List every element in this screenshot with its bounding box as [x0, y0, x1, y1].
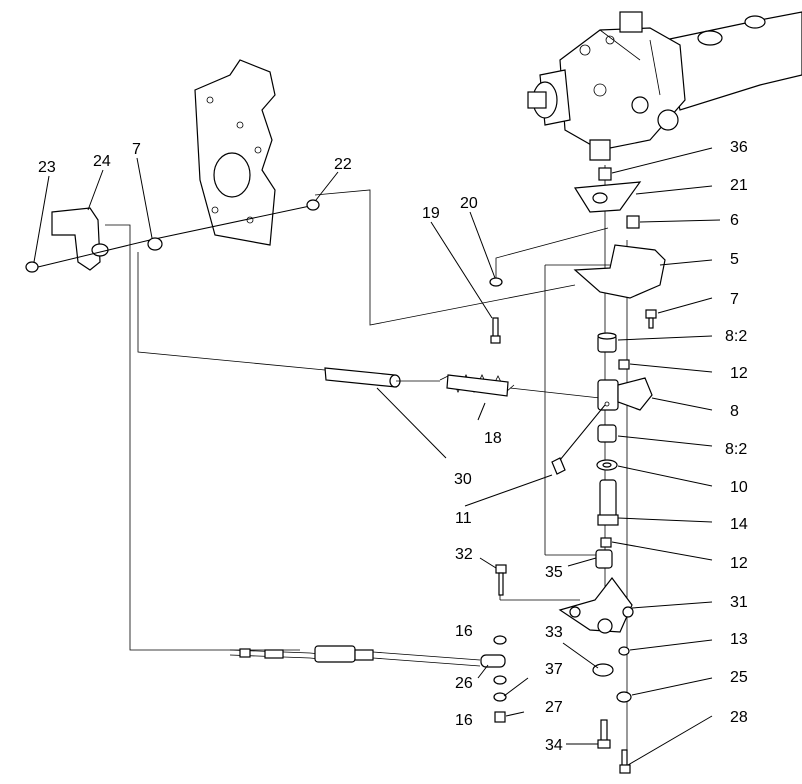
callout-32: 32 [455, 546, 473, 563]
callout-7-right: 7 [730, 291, 739, 308]
callout-19: 19 [422, 205, 440, 222]
callout-14: 14 [730, 516, 748, 533]
callout-18: 18 [484, 430, 502, 447]
callout-25: 25 [730, 669, 748, 686]
assembly-lines [105, 165, 628, 760]
callout-13: 13 [730, 631, 748, 648]
callout-33: 33 [545, 624, 563, 641]
bracket-24 [25, 199, 320, 273]
callout-8-2-upper: 8:2 [725, 328, 747, 345]
callout-26: 26 [455, 675, 473, 692]
callout-20: 20 [460, 195, 478, 212]
control-cable [229, 645, 481, 667]
callout-12-upper: 12 [730, 365, 748, 382]
callout-labels: 23 24 7 22 19 20 36 21 6 5 7 8:2 12 8 8:… [38, 139, 748, 754]
callout-10: 10 [730, 479, 748, 496]
callout-8: 8 [730, 403, 739, 420]
callout-7-left: 7 [132, 141, 141, 158]
callout-35: 35 [545, 564, 563, 581]
center-components [480, 167, 666, 774]
callout-34: 34 [545, 737, 563, 754]
callout-37: 37 [545, 661, 563, 678]
callout-23: 23 [38, 159, 56, 176]
callout-5: 5 [730, 251, 739, 268]
mounting-plate [194, 59, 276, 246]
callout-16-lower: 16 [455, 712, 473, 729]
callout-16-upper: 16 [455, 623, 473, 640]
callout-21: 21 [730, 177, 748, 194]
callout-12-lower: 12 [730, 555, 748, 572]
callout-36: 36 [730, 139, 748, 156]
rod-and-spring [324, 367, 601, 399]
callout-11: 11 [455, 510, 472, 527]
callout-27: 27 [545, 699, 563, 716]
hydraulic-pump-assembly [527, 11, 802, 161]
callout-24: 24 [93, 153, 111, 170]
callout-28: 28 [730, 709, 748, 726]
callout-8-2-lower: 8:2 [725, 441, 747, 458]
callout-22: 22 [334, 156, 352, 173]
callout-leaders [33, 147, 721, 766]
callout-31: 31 [730, 594, 748, 611]
callout-30: 30 [454, 471, 472, 488]
callout-6: 6 [730, 212, 739, 229]
